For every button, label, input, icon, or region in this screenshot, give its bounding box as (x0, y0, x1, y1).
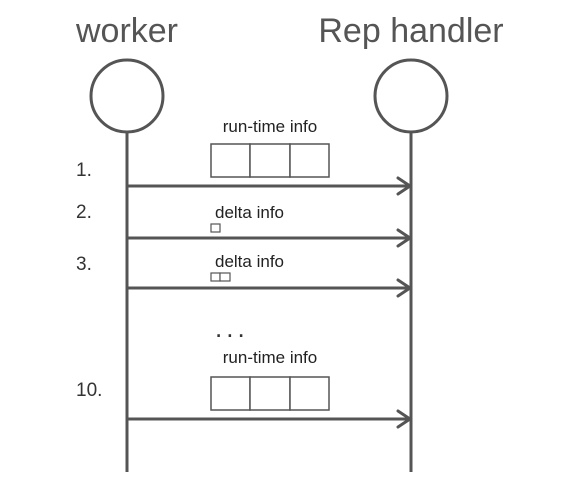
message-3-step: 3. (76, 254, 92, 275)
ellipsis: ... (215, 313, 249, 343)
message-1-step: 1. (76, 160, 92, 181)
message-2-step: 2. (76, 202, 92, 223)
rep-handler-label: Rep handler (318, 12, 503, 50)
message-10-step: 10. (76, 380, 102, 401)
message-10-payload (210, 376, 330, 411)
payload-cell (210, 272, 221, 282)
message-3: 3. delta info (76, 252, 412, 298)
message-10-arrowhead (396, 409, 412, 429)
message-1-label: run-time info (223, 117, 317, 136)
payload-cell (210, 223, 221, 233)
payload-cell (289, 143, 330, 178)
payload-cell (210, 376, 251, 411)
message-2-label: delta info (215, 203, 284, 222)
payload-cell (249, 376, 291, 411)
message-10: run-time info 10. (76, 348, 412, 429)
message-1: run-time info 1. (76, 117, 412, 196)
rep-handler-circle (373, 58, 449, 134)
payload-cell (210, 143, 251, 178)
payload-cell (289, 376, 330, 411)
message-1-payload (210, 143, 330, 178)
message-2-arrowhead (396, 228, 412, 248)
message-10-label: run-time info (223, 348, 317, 367)
worker-circle (89, 58, 165, 134)
payload-cell (219, 272, 231, 282)
message-2: 2. delta info (76, 202, 412, 248)
message-3-label: delta info (215, 252, 284, 271)
message-3-arrowhead (396, 278, 412, 298)
worker-label: worker (75, 12, 178, 50)
payload-cell (249, 143, 291, 178)
message-1-arrowhead (396, 176, 412, 196)
